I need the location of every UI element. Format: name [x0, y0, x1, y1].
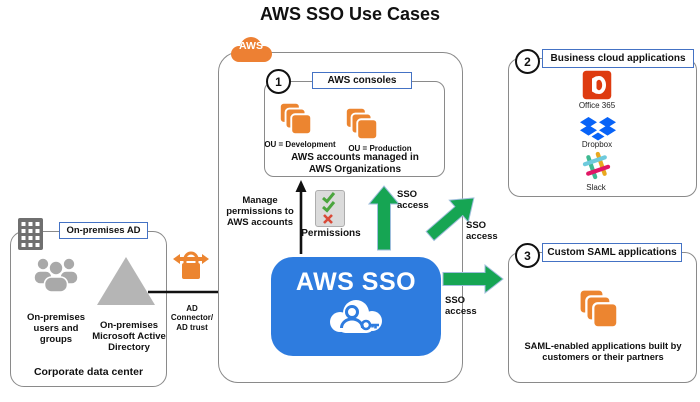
sso-cloud-key-icon	[330, 300, 382, 333]
aws-cloud-badge-text: AWS	[239, 40, 263, 52]
sso-access-label-diagonal: SSO access	[466, 220, 498, 243]
users-caption: On-premises users and groups	[26, 312, 86, 346]
sso-access-label-up: SSO access	[397, 189, 429, 212]
aws-consoles-tag: AWS consoles	[312, 72, 412, 89]
office-365-icon	[582, 70, 612, 100]
sso-access-up-arrow	[368, 185, 400, 251]
office-365-label: Office 365	[578, 101, 616, 110]
dropbox-icon	[580, 117, 616, 141]
permissions-caption: Permissions	[301, 228, 361, 239]
aws-accounts-stack-icon	[344, 106, 379, 141]
directory-caption: On-premises Microsoft Active Directory	[92, 320, 166, 354]
corporate-data-center-label: Corporate data center	[33, 366, 144, 378]
step-1-badge: 1	[266, 69, 291, 94]
sso-access-right-arrow	[442, 264, 504, 294]
aws-organizations-caption: AWS accounts managed in AWS Organization…	[291, 152, 419, 175]
custom-saml-tag: Custom SAML applications	[542, 243, 682, 262]
step-2-badge: 2	[515, 49, 540, 74]
ad-connector-icon	[173, 251, 209, 279]
diagram-title: AWS SSO Use Cases	[259, 4, 441, 24]
dropbox-label: Dropbox	[581, 139, 613, 149]
slack-icon	[582, 151, 611, 180]
step-3-badge: 3	[515, 243, 540, 268]
building-icon	[18, 218, 43, 250]
aws-sso-box: AWS SSO	[271, 257, 441, 356]
slack-label: Slack	[586, 182, 606, 192]
sso-access-diagonal-arrow	[425, 197, 475, 242]
manage-permissions-caption: Manage permissions to AWS accounts	[226, 195, 294, 229]
sso-access-label-right: SSO access	[445, 295, 477, 318]
aws-cloud-icon	[231, 37, 272, 62]
saml-apps-stack-icon	[578, 288, 619, 329]
permissions-checkmarks	[322, 192, 336, 224]
aws-accounts-stack-icon	[278, 101, 313, 136]
ou-development-label: OU = Development	[264, 140, 336, 149]
aws-sso-label: AWS SSO	[295, 268, 417, 296]
ou-production-label: OU = Production	[348, 144, 412, 153]
users-group-icon	[33, 257, 79, 293]
active-directory-triangle-icon	[97, 257, 155, 305]
manage-permissions-arrow	[295, 180, 307, 254]
business-cloud-tag: Business cloud applications	[542, 49, 694, 68]
on-premises-ad-tag: On-premises AD	[59, 222, 148, 239]
saml-caption: SAML-enabled applications built by custo…	[524, 341, 682, 362]
ad-connector-caption: AD Connector/ AD trust	[170, 304, 214, 332]
